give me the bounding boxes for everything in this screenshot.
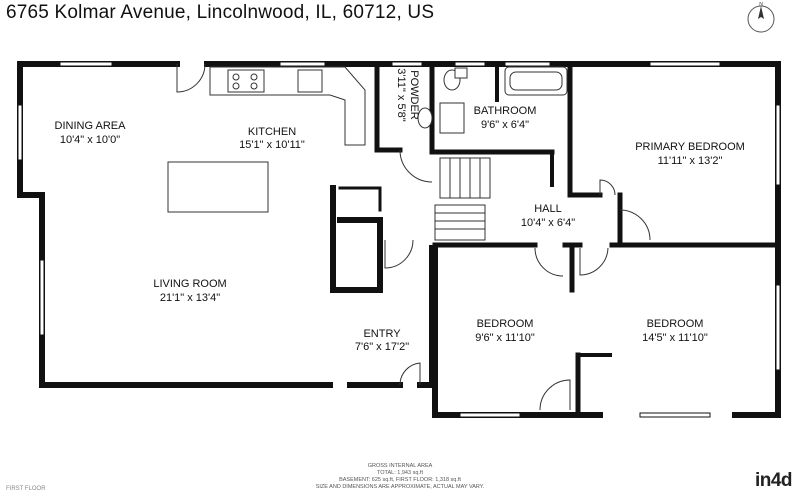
kitchen-dim: 15'1" x 10'11" — [239, 139, 305, 151]
windows — [17, 61, 781, 418]
area-breakdown: BASEMENT: 625 sq.ft, FIRST FLOOR: 1,318 … — [339, 477, 461, 483]
brand-logo: in4d — [754, 470, 793, 491]
stairs — [434, 157, 491, 241]
primary-bedroom-dim: 11'11" x 13'2" — [658, 155, 723, 167]
hall-name: HALL — [534, 203, 562, 215]
bathroom-dim: 9'6" x 6'4" — [481, 119, 529, 131]
bedroom-name: BEDROOM — [477, 318, 534, 330]
north-arrow-icon: N — [747, 2, 775, 33]
living-room-dim: 21'1" x 13'4" — [160, 292, 220, 304]
bathroom-fixtures — [417, 66, 568, 134]
bathroom-name: BATHROOM — [474, 105, 537, 117]
hall-dim: 10'4" x 6'4" — [521, 217, 575, 229]
bedroom-2-name: BEDROOM — [647, 318, 704, 330]
doors — [176, 63, 651, 411]
entry-name: ENTRY — [363, 328, 401, 340]
living-room-name: LIVING ROOM — [153, 278, 226, 290]
area-disclaimer: SIZE AND DIMENSIONS ARE APPROXIMATE, ACT… — [315, 484, 485, 490]
property-address: 6765 Kolmar Avenue, Lincolnwood, IL, 607… — [6, 2, 435, 23]
primary-bedroom-name: PRIMARY BEDROOM — [635, 141, 745, 153]
bedroom-2-dim: 14'5" x 11'10" — [642, 332, 708, 344]
powder-dim: 3'11" x 5'8" — [395, 68, 407, 121]
dining-area-name: DINING AREA — [55, 120, 127, 132]
bedroom-dim: 9'6" x 11'10" — [475, 332, 535, 344]
kitchen-counters — [167, 66, 366, 213]
floor-label: FIRST FLOOR — [6, 486, 46, 492]
room-labels: DINING AREA 10'4" x 10'0" KITCHEN 15'1" … — [55, 68, 745, 353]
area-summary: GROSS INTERNAL AREA TOTAL: 1,943 sq.ft B… — [0, 463, 800, 491]
area-heading: GROSS INTERNAL AREA — [367, 463, 433, 469]
entry-dim: 7'6" x 17'2" — [355, 341, 409, 353]
area-total: TOTAL: 1,943 sq.ft — [377, 470, 423, 476]
svg-text:N: N — [759, 2, 763, 8]
powder-name: POWDER — [408, 70, 420, 120]
dining-area-dim: 10'4" x 10'0" — [60, 134, 120, 146]
kitchen-name: KITCHEN — [248, 126, 296, 138]
